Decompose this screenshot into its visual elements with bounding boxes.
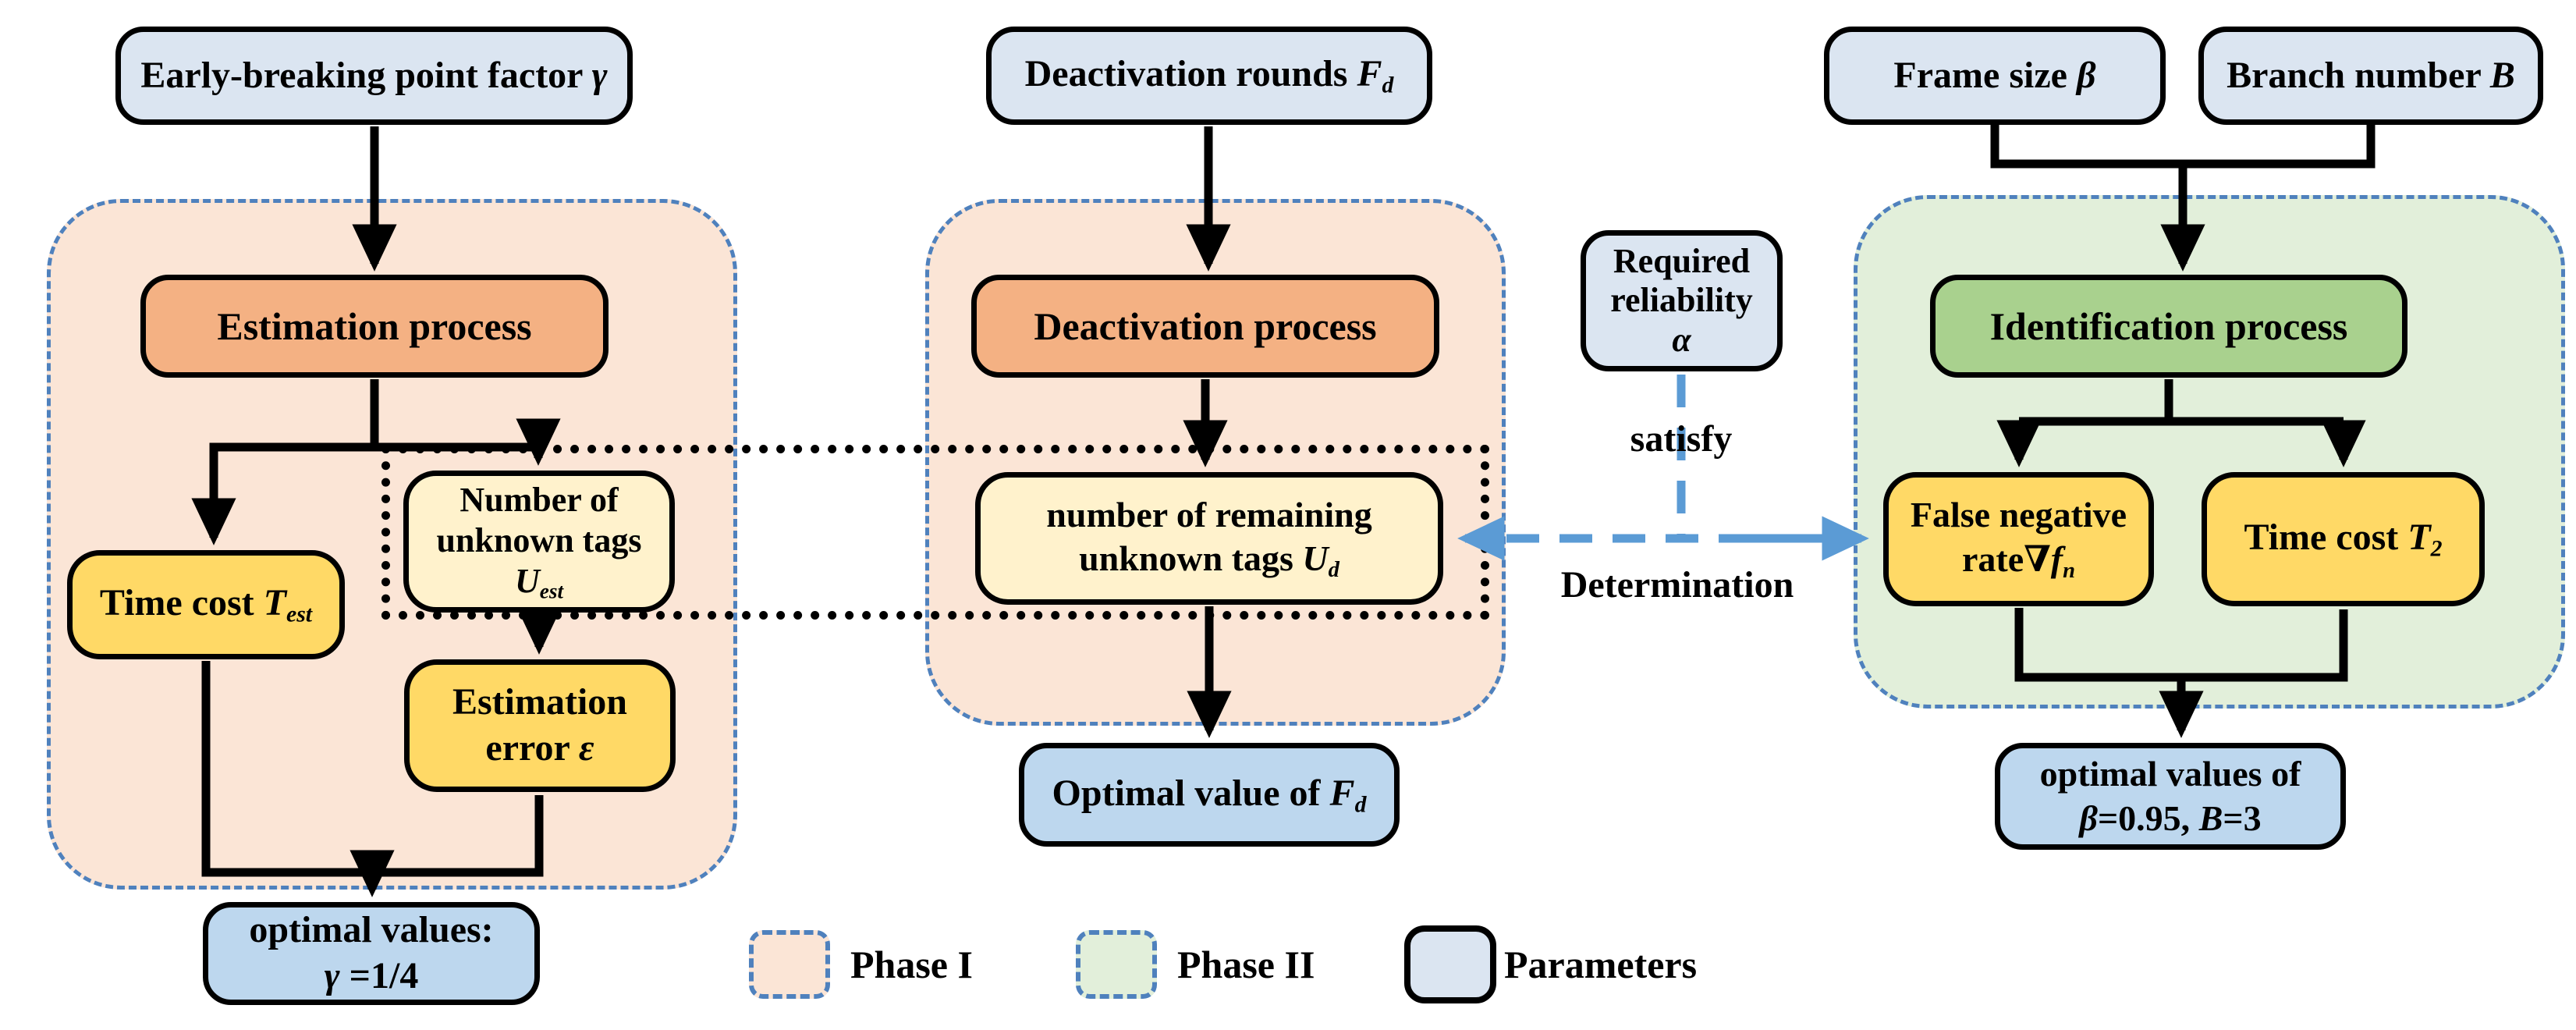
node-label: Deactivation rounds Fd <box>1024 53 1394 98</box>
node-identification-process: Identification process <box>1930 275 2407 378</box>
node-label: error ε <box>485 727 594 769</box>
node-label: Branch number B <box>2227 54 2515 96</box>
node-label: optimal values: <box>249 909 494 951</box>
node-label: Frame size β <box>1893 54 2096 96</box>
node-label: Estimation <box>452 681 627 723</box>
node-time-cost-2: Time cost T2 <box>2202 472 2485 606</box>
node-label: Deactivation process <box>1034 304 1377 348</box>
legend-parameters-swatch <box>1404 925 1496 1003</box>
node-deactivation-process: Deactivation process <box>971 275 1439 378</box>
node-label: Optimal value of Fd <box>1052 772 1367 817</box>
node-label: Time cost Test <box>99 582 313 627</box>
node-label: α <box>1672 320 1691 359</box>
node-label: Time cost T2 <box>2244 517 2443 562</box>
node-label: Uest <box>514 561 564 603</box>
node-label: Early-breaking point factor γ <box>140 54 608 96</box>
node-remaining-unknown-tags: number of remaining unknown tags Ud <box>975 472 1443 605</box>
line-merge-frame-branch <box>1990 125 2376 169</box>
node-estimation-error: Estimation error ε <box>404 659 676 792</box>
node-label: Estimation process <box>217 304 532 348</box>
node-label: unknown tags Ud <box>1079 538 1339 582</box>
node-label: rate∇fn <box>1962 538 2075 584</box>
node-label: γ =1/4 <box>324 955 419 996</box>
node-optimal-beta-b: optimal values of β=0.95, B=3 <box>1995 743 2346 850</box>
satisfy-label: satisfy <box>1630 418 1733 460</box>
node-label: Number of <box>459 480 619 519</box>
node-label: False negative <box>1910 495 2127 535</box>
legend-parameters-label: Parameters <box>1504 943 1698 986</box>
legend-phase1: Phase I <box>749 930 973 999</box>
legend-phase2-swatch <box>1076 930 1157 999</box>
node-label: β=0.95, B=3 <box>2079 797 2262 838</box>
legend-phase2-label: Phase II <box>1177 943 1315 986</box>
node-label: unknown tags <box>436 520 642 559</box>
node-label: Required <box>1613 241 1751 280</box>
node-required-reliability: Required reliability α <box>1581 230 1783 371</box>
legend-phase1-label: Phase I <box>850 943 973 986</box>
legend-phase2: Phase II <box>1076 930 1315 999</box>
legend-phase1-swatch <box>749 930 830 999</box>
node-optimal-gamma: optimal values: γ =1/4 <box>203 902 540 1005</box>
node-frame-size: Frame size β <box>1824 27 2166 125</box>
node-false-negative-rate: False negative rate∇fn <box>1883 472 2154 606</box>
node-label: number of remaining <box>1046 494 1372 535</box>
node-time-cost-est: Time cost Test <box>67 550 345 659</box>
node-label: optimal values of <box>2039 754 2301 794</box>
node-estimation-process: Estimation process <box>140 275 609 378</box>
node-deactivation-rounds: Deactivation rounds Fd <box>986 27 1432 125</box>
legend-parameters: Parameters <box>1404 925 1697 1003</box>
node-label: Identification process <box>1989 304 2348 348</box>
node-early-breaking-factor: Early-breaking point factor γ <box>115 27 633 125</box>
node-branch-number: Branch number B <box>2198 27 2543 125</box>
node-label: reliability <box>1610 281 1753 320</box>
determination-label: Determination <box>1560 564 1794 606</box>
node-number-unknown-tags: Number of unknown tags Uest <box>403 471 675 613</box>
phase2-identification-container <box>1854 195 2565 709</box>
node-optimal-fd: Optimal value of Fd <box>1019 743 1400 847</box>
